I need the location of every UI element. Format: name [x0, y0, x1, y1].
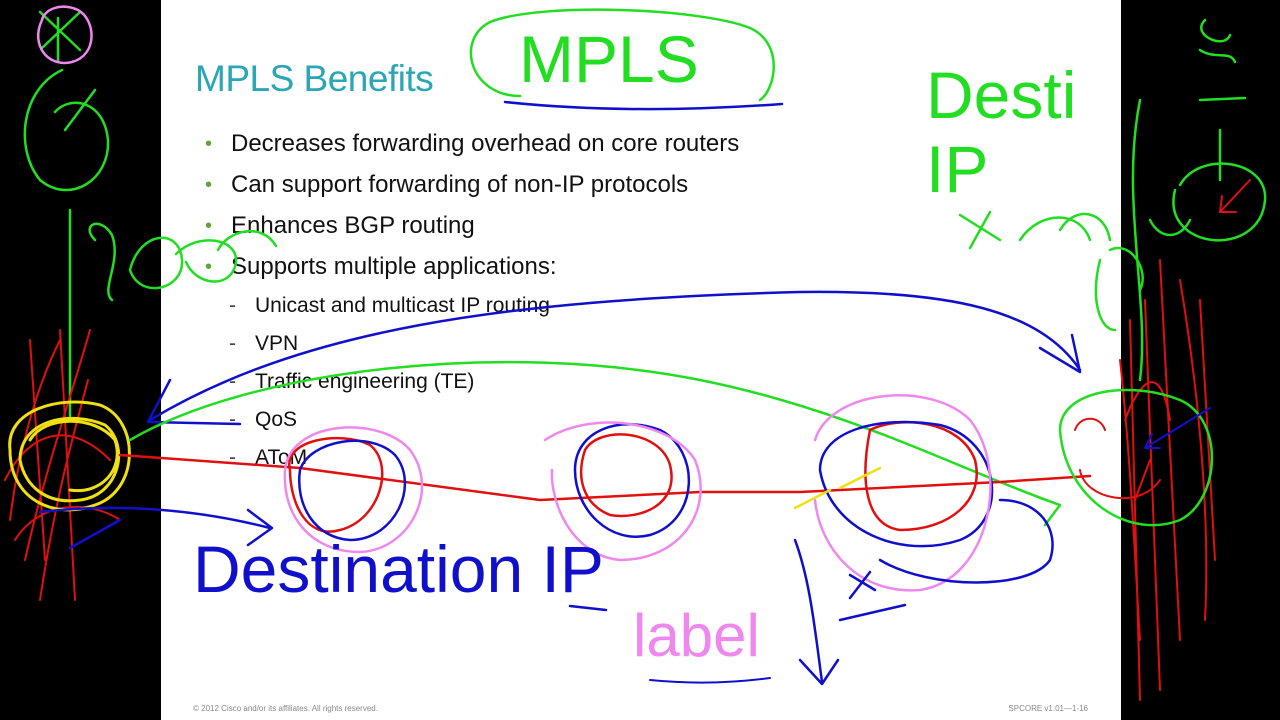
desti-annotation: Desti	[926, 58, 1077, 132]
dash-icon: -	[229, 370, 236, 393]
sub-bullet-item: - VPN	[205, 330, 739, 368]
ip-annotation: IP	[926, 132, 989, 206]
dash-icon: -	[229, 332, 236, 355]
label-annotation: label	[633, 602, 760, 669]
red-scribble-annotation	[4, 329, 121, 601]
pink-circle-annotation	[36, 5, 93, 65]
bullet-item: • Enhances BGP routing	[205, 210, 739, 251]
dash-icon: -	[229, 408, 236, 431]
bullet-item: • Decreases forwarding overhead on core …	[205, 128, 739, 169]
sub-bullet-text: Unicast and multicast IP routing	[255, 294, 550, 317]
red-scribble-annotation	[1119, 259, 1216, 701]
blue-arrow-annotation	[1144, 407, 1211, 449]
slide-number-footer: SPCORE v1.01—1-16	[1008, 704, 1088, 713]
bullet-dot-icon: •	[205, 256, 213, 278]
sub-bullet-item: - Unicast and multicast IP routing	[205, 292, 739, 330]
sub-bullet-text: AToM	[255, 446, 308, 469]
yellow-scribble-annotation	[8, 400, 131, 512]
dash-icon: -	[229, 446, 236, 469]
bullet-list: • Decreases forwarding overhead on core …	[205, 128, 739, 482]
bullet-text: Supports multiple applications:	[231, 253, 557, 280]
bullet-text: Enhances BGP routing	[231, 212, 475, 239]
sub-bullet-text: VPN	[255, 332, 299, 355]
copyright-footer: © 2012 Cisco and/or its affiliates. All …	[193, 704, 378, 713]
slide-title: MPLS Benefits	[195, 58, 434, 99]
sub-bullet-text: Traffic engineering (TE)	[255, 370, 475, 393]
destination-ip-annotation: Destination IP	[193, 532, 604, 606]
mpls-annotation: MPLS	[519, 22, 699, 96]
bullet-dot-icon: •	[205, 133, 213, 155]
bullet-text: Decreases forwarding overhead on core ro…	[231, 130, 740, 157]
bullet-item: • Can support forwarding of non-IP proto…	[205, 169, 739, 210]
bullet-item: • Supports multiple applications:	[205, 251, 739, 292]
sub-bullet-item: - QoS	[205, 406, 739, 444]
bullet-dot-icon: •	[205, 215, 213, 237]
red-arrow-annotation	[1219, 179, 1251, 213]
sub-bullet-item: - Traffic engineering (TE)	[205, 368, 739, 406]
dash-icon: -	[229, 294, 236, 317]
bullet-text: Can support forwarding of non-IP protoco…	[231, 171, 689, 198]
sub-bullet-item: - AToM	[205, 444, 739, 482]
sub-bullet-text: QoS	[255, 408, 298, 431]
bullet-dot-icon: •	[205, 174, 213, 196]
